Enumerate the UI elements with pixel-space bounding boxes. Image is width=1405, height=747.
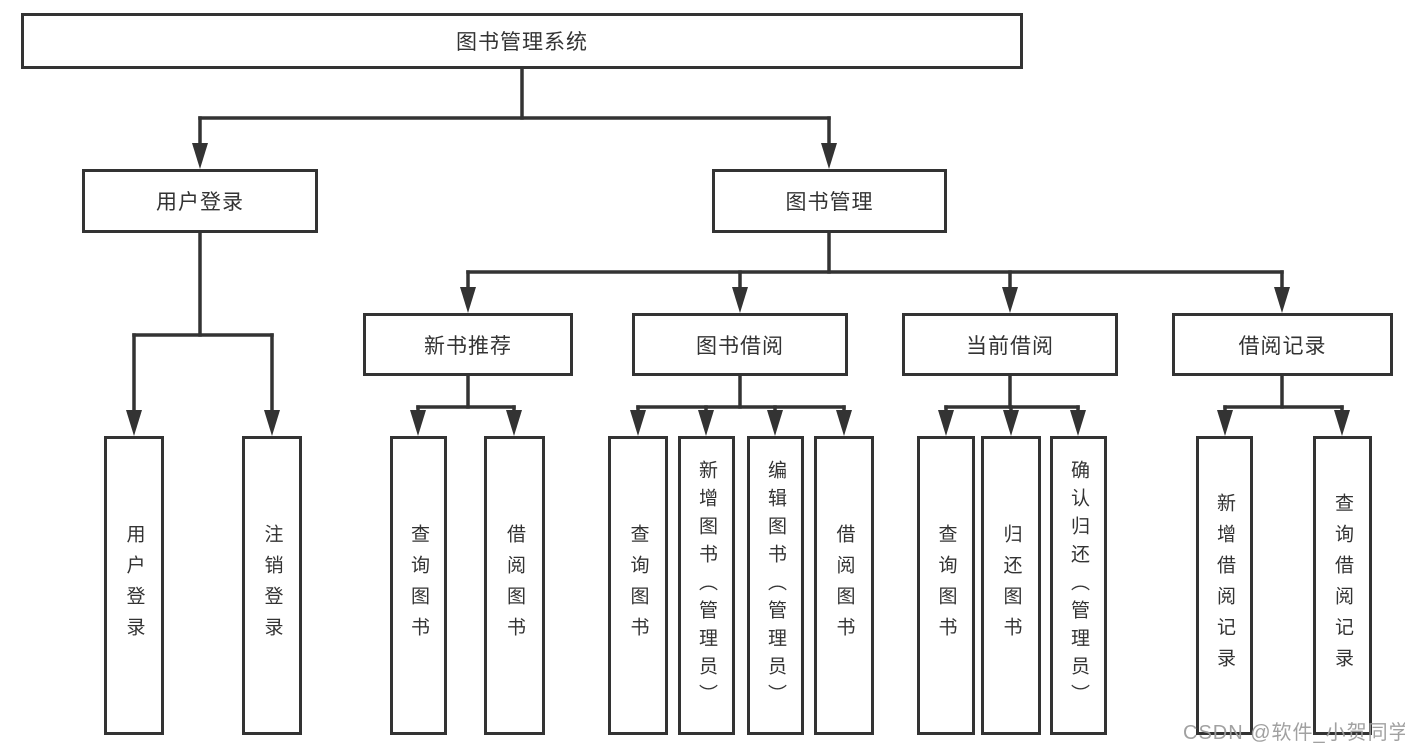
csdn-watermark: CSDN @软件_小贺同学	[1183, 722, 1405, 744]
leaf-add-borrow-record: 新增借阅记录	[1196, 436, 1253, 735]
leaf-label: 借阅图书	[504, 523, 525, 648]
leaf-query-books-borrowing: 查询图书	[608, 436, 668, 735]
leaf-label: 查询图书	[408, 523, 429, 648]
node-book-management: 图书管理	[712, 169, 947, 233]
leaf-logout: 注销登录	[242, 436, 302, 735]
leaf-edit-books-admin: 编辑图书（管理员）	[747, 436, 804, 735]
node-label: 用户登录	[156, 191, 244, 214]
leaf-label: 查询图书	[627, 523, 649, 648]
leaf-borrow-books: 借阅图书	[814, 436, 874, 735]
node-new-book-recommendation: 新书推荐	[363, 313, 573, 376]
leaf-label: 查询图书	[935, 523, 957, 648]
node-book-borrowing: 图书借阅	[632, 313, 848, 376]
node-label: 当前借阅	[966, 334, 1054, 358]
leaf-add-books-admin: 新增图书（管理员）	[678, 436, 735, 735]
leaf-label: 注销登录	[261, 523, 283, 648]
node-borrowing-records: 借阅记录	[1172, 313, 1393, 376]
leaf-label: 归还图书	[1000, 523, 1022, 648]
leaf-query-borrow-record: 查询借阅记录	[1313, 436, 1372, 735]
leaf-label: 用户登录	[123, 523, 145, 648]
leaf-label: 编辑图书（管理员）	[765, 459, 786, 712]
node-library-management-system: 图书管理系统	[21, 13, 1023, 69]
node-label: 图书管理系统	[456, 31, 588, 54]
node-label: 图书借阅	[696, 334, 784, 358]
node-current-borrowing: 当前借阅	[902, 313, 1118, 376]
leaf-return-books: 归还图书	[981, 436, 1041, 735]
leaf-query-books-recommend: 查询图书	[390, 436, 447, 735]
leaf-label: 查询借阅记录	[1332, 492, 1353, 679]
leaf-confirm-return-admin: 确认归还（管理员）	[1050, 436, 1107, 735]
leaf-label: 确认归还（管理员）	[1068, 459, 1089, 712]
node-label: 图书管理	[785, 191, 874, 214]
leaf-user-login: 用户登录	[104, 436, 164, 735]
node-label: 新书推荐	[424, 334, 512, 358]
leaf-label: 新增借阅记录	[1214, 492, 1235, 679]
node-user-login: 用户登录	[82, 169, 318, 233]
leaf-query-books-current: 查询图书	[917, 436, 975, 735]
leaf-label: 新增图书（管理员）	[696, 459, 717, 712]
leaf-label: 借阅图书	[833, 523, 855, 648]
leaf-borrow-books-recommend: 借阅图书	[484, 436, 545, 735]
node-label: 借阅记录	[1238, 334, 1327, 358]
